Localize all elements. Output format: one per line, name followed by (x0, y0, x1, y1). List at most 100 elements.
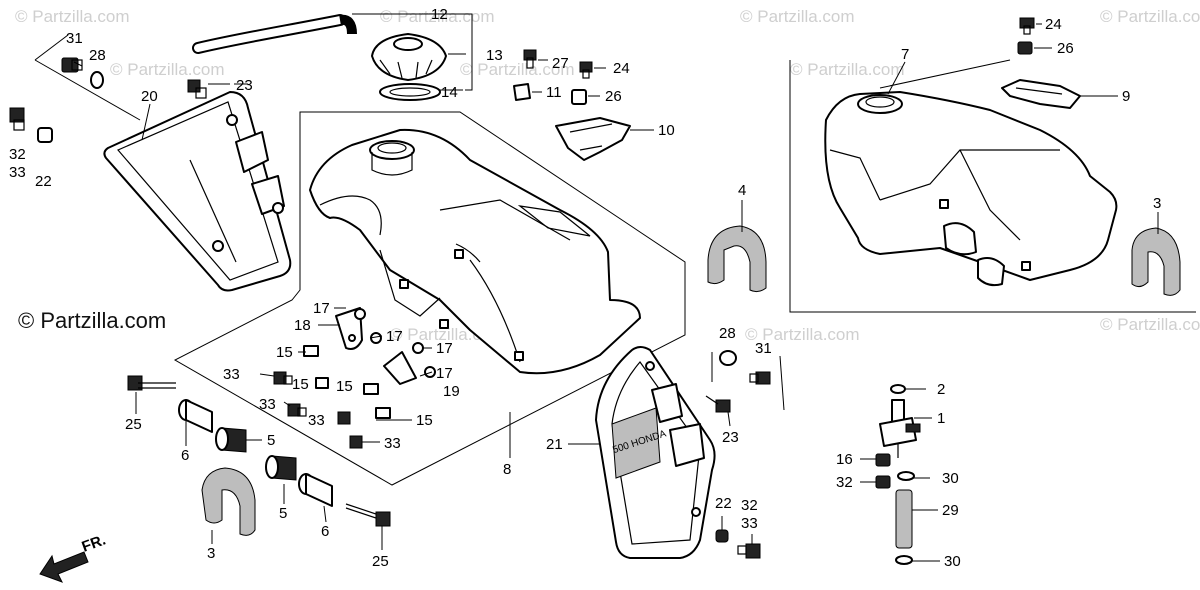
leader-lines (135, 13, 1159, 562)
watermark-main: © Partzilla.com (18, 308, 166, 333)
label-20: 20 (141, 88, 158, 105)
label-28b: 28 (719, 325, 736, 342)
watermark-10: © Partzilla.com (1100, 315, 1200, 334)
watermark-2: © Partzilla.com (380, 7, 495, 26)
label-15c: 15 (336, 378, 353, 395)
fuel-tank-7 (824, 91, 1118, 287)
label-33a: 33 (9, 164, 26, 181)
cap-gasket-14 (379, 83, 441, 101)
side-cover-20 (103, 91, 292, 292)
rubber-5b (265, 455, 297, 481)
bolt-24b (1019, 17, 1035, 35)
grommet-22b (715, 529, 729, 543)
part-number-labels: 12 13 14 31 28 23 20 32 33 22 27 24 11 2… (9, 6, 1161, 570)
label-22b: 22 (715, 495, 732, 512)
clip-30b (895, 555, 913, 565)
fuel-tank-8 (309, 128, 641, 375)
label-28a: 28 (89, 47, 106, 64)
fuel-valve-1 (879, 399, 921, 458)
label-21: 21 (546, 436, 563, 453)
collar-26b (1017, 41, 1033, 55)
washer-28b (719, 350, 737, 366)
label-33f: 33 (741, 515, 758, 532)
label-29: 29 (942, 502, 959, 519)
watermark-6: © Partzilla.com (460, 60, 575, 79)
watermark-7: © Partzilla.com (790, 60, 905, 79)
screen-32c (875, 475, 891, 489)
label-13: 13 (486, 47, 503, 64)
fuel-cap-13 (371, 33, 447, 81)
rubber-5a (215, 427, 247, 453)
label-23b: 23 (722, 429, 739, 446)
grommet-22a (37, 127, 53, 143)
label-19: 19 (443, 383, 460, 400)
label-32b: 32 (741, 497, 758, 514)
bolt-27 (523, 49, 537, 69)
label-4: 4 (738, 182, 746, 199)
label-24b: 24 (1045, 16, 1062, 33)
label-31b: 31 (755, 340, 772, 357)
watermark-4: © Partzilla.com (1100, 7, 1200, 26)
label-33c: 33 (259, 396, 276, 413)
label-24a: 24 (613, 60, 630, 77)
label-17a: 17 (313, 300, 330, 317)
label-6b: 6 (321, 523, 329, 540)
bolt-23b (705, 395, 731, 413)
label-31: 31 (66, 30, 83, 47)
side-cover-21: 500 HONDA (595, 346, 716, 559)
washer-28a (90, 71, 104, 89)
label-15d: 15 (416, 412, 433, 429)
label-5b: 5 (279, 505, 287, 522)
o-ring-2 (890, 384, 906, 394)
label-8: 8 (503, 461, 511, 478)
collar-6b (298, 473, 333, 507)
label-10: 10 (658, 122, 675, 139)
watermark-3: © Partzilla.com (740, 7, 855, 26)
bolt-32a (9, 107, 25, 131)
tank-hardware (273, 307, 436, 449)
label-33b: 33 (223, 366, 240, 383)
label-23a: 23 (236, 77, 253, 94)
label-25a: 25 (125, 416, 142, 433)
label-32c: 32 (836, 474, 853, 491)
nut-11 (513, 83, 531, 101)
label-1: 1 (937, 410, 945, 427)
clip-30a (897, 471, 915, 481)
label-30a: 30 (942, 470, 959, 487)
bracket-10 (555, 117, 631, 161)
label-26b: 26 (1057, 40, 1074, 57)
watermark-5: © Partzilla.com (110, 60, 225, 79)
bolt-25a (127, 375, 176, 391)
washer-16 (875, 453, 891, 467)
label-2: 2 (937, 381, 945, 398)
bolt-23a (187, 79, 207, 99)
strap-3a (201, 467, 256, 536)
label-15a: 15 (276, 344, 293, 361)
label-3a: 3 (1153, 195, 1161, 212)
label-30b: 30 (944, 553, 961, 570)
label-6a: 6 (181, 447, 189, 464)
watermark-1: © Partzilla.com (15, 7, 130, 26)
bracket-9 (1001, 79, 1081, 109)
label-14: 14 (441, 84, 458, 101)
label-5a: 5 (267, 432, 275, 449)
direction-label: FR. (80, 532, 109, 556)
label-32a: 32 (9, 146, 26, 163)
bolt-24a (579, 61, 593, 79)
fuel-line-29 (895, 489, 913, 549)
bolt-25b (345, 503, 391, 527)
label-15b: 15 (292, 376, 309, 393)
label-27: 27 (552, 55, 569, 72)
strap-4 (707, 225, 767, 293)
label-16: 16 (836, 451, 853, 468)
label-26a: 26 (605, 88, 622, 105)
label-17d: 17 (436, 365, 453, 382)
label-17c: 17 (436, 340, 453, 357)
label-18: 18 (294, 317, 311, 334)
label-11: 11 (546, 84, 562, 101)
label-33e: 33 (384, 435, 401, 452)
label-9: 9 (1122, 88, 1130, 105)
label-25b: 25 (372, 553, 389, 570)
bolt-31b (749, 371, 771, 385)
